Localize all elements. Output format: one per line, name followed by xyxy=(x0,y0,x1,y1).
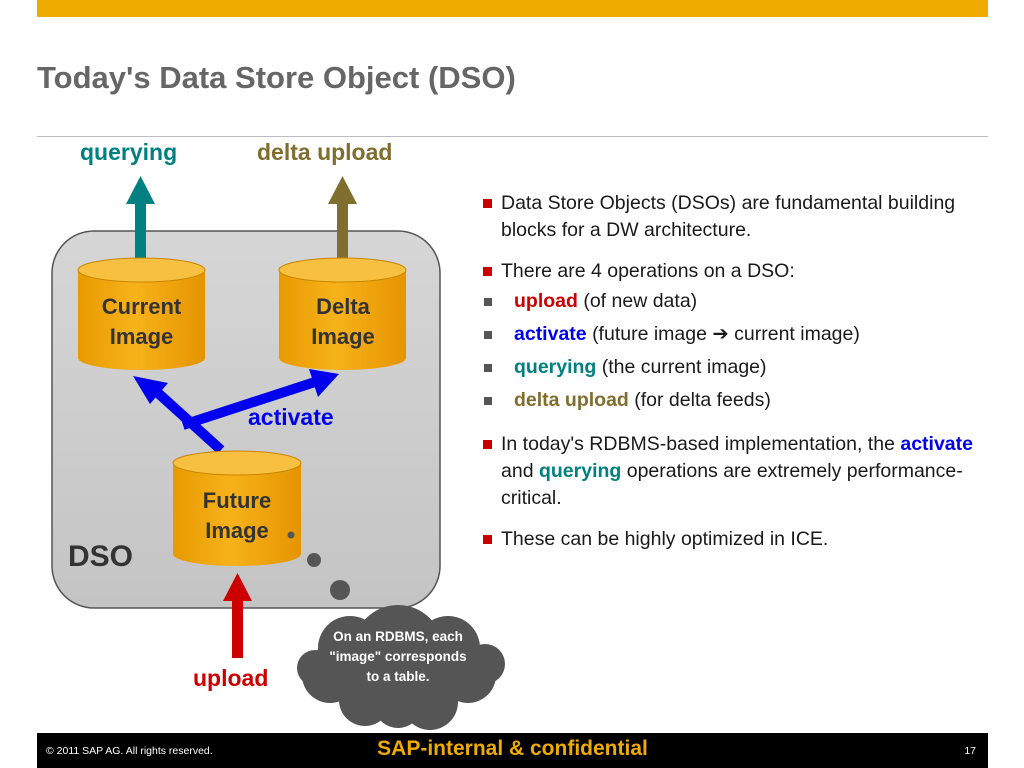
delta-upload-arrow xyxy=(328,176,357,260)
title-divider xyxy=(37,136,988,137)
sub-bullet-square-icon xyxy=(484,364,492,372)
bullet-square-icon xyxy=(483,199,492,208)
bullet-item: There are 4 operations on a DSO: xyxy=(481,258,981,285)
future-image-label: Future Image xyxy=(202,488,272,543)
cloud-shape xyxy=(297,605,505,730)
activate-label: activate xyxy=(248,404,334,430)
sub-bullet-square-icon xyxy=(484,331,492,339)
bullet-square-icon xyxy=(483,440,492,449)
querying-label: querying xyxy=(80,139,178,165)
querying-arrow xyxy=(126,176,155,260)
sub-bullet-item: upload (of new data) xyxy=(481,285,981,318)
current-image-label: Current Image xyxy=(101,294,182,349)
footer-copyright: © 2011 SAP AG. All rights reserved. xyxy=(46,745,213,757)
activate-arrows xyxy=(133,369,339,454)
bullet-square-icon xyxy=(483,535,492,544)
dso-label: DSO xyxy=(68,540,134,573)
sub-bullet-square-icon xyxy=(484,397,492,405)
footer-bar: © 2011 SAP AG. All rights reserved. SAP-… xyxy=(37,733,988,768)
delta-image-cylinder xyxy=(278,257,407,370)
upload-label: upload xyxy=(193,665,269,691)
right-arrow-icon: ➔ xyxy=(712,323,729,345)
sub-bullet-item: activate (future image ➔ current image) xyxy=(481,318,981,351)
slide-title: Today's Data Store Object (DSO) xyxy=(37,60,516,95)
top-accent-bar xyxy=(37,0,988,17)
bullet-square-icon xyxy=(483,267,492,276)
delta-upload-label: delta upload xyxy=(257,139,393,165)
thought-dot-small xyxy=(287,531,295,539)
sub-bullet-item: delta upload (for delta feeds) xyxy=(481,384,981,417)
sub-bullet-item: querying (the current image) xyxy=(481,351,981,384)
page-number: 17 xyxy=(964,745,976,757)
footer-confidential: SAP-internal & confidential xyxy=(377,737,648,760)
sub-bullet-square-icon xyxy=(484,298,492,306)
thought-dot-medium xyxy=(307,553,321,567)
cloud-note: On an RDBMS, each "image" corresponds to… xyxy=(329,629,467,684)
bullet-item: These can be highly optimized in ICE. xyxy=(481,526,981,553)
bullet-item: Data Store Objects (DSOs) are fundamenta… xyxy=(481,190,981,244)
bullet-list: Data Store Objects (DSOs) are fundamenta… xyxy=(481,190,981,553)
current-image-cylinder xyxy=(77,257,206,370)
thought-dot-large xyxy=(330,580,350,600)
future-image-cylinder xyxy=(172,450,302,566)
bullet-item: In today's RDBMS-based implementation, t… xyxy=(481,431,981,512)
delta-image-label: Delta Image xyxy=(311,294,375,349)
upload-arrow xyxy=(223,573,252,658)
